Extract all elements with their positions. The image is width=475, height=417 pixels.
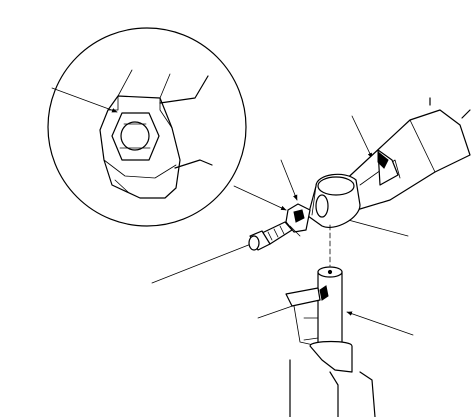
callout-leader-clip: [280, 159, 298, 201]
callout-leader-detail: [51, 87, 118, 113]
detail-view-circle: [47, 27, 247, 227]
callout-leader-lever: [351, 115, 373, 159]
shift-lever-arm: [339, 97, 471, 213]
callout-leader-circle-link: [233, 185, 287, 211]
hex-nut-detail: [111, 112, 160, 161]
callout-leader-bolt: [151, 241, 257, 284]
shaft-housing: [289, 340, 376, 417]
callout-leader-shaft: [346, 311, 414, 336]
retaining-clip: [285, 203, 311, 237]
lever-detail: [117, 69, 213, 169]
bolt: [248, 221, 293, 251]
lever-joint: [307, 173, 361, 228]
